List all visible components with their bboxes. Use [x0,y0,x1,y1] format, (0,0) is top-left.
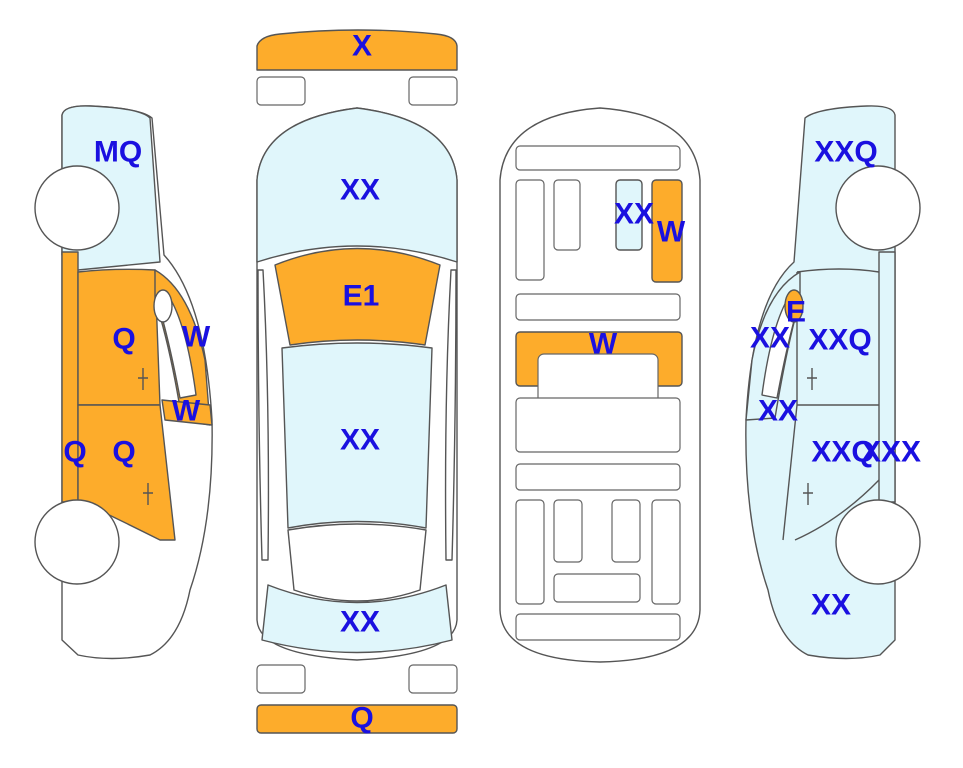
rear-shelf [553,573,641,603]
right-rear-window-label: XX [758,395,798,428]
interior-view [499,107,701,663]
right-pillar [444,269,457,561]
right-rear-door-edge-label: XXX [861,436,921,469]
right-mirror-panel[interactable] [784,289,804,323]
left-rear-handle [143,483,153,505]
left-fender-label: MQ [94,136,142,169]
rear-right-trim [651,499,681,605]
trunk-floor [515,613,681,641]
left-side-view [34,105,213,660]
right-side-view [745,105,921,660]
front-right-light [408,76,458,106]
front-seat-divider [515,293,681,321]
right-front-window-label: XX [750,322,790,355]
rear-left-trim [515,499,545,605]
top-view [256,29,458,734]
right-quarter-label: XX [811,589,851,622]
rear-left-light [256,664,306,694]
rear-seat-area [515,397,681,453]
rear-bench [515,463,681,491]
left-front-door-panel[interactable] [77,268,161,406]
right-front-wheel [835,165,921,251]
rear-right-seat [611,499,641,563]
roof-panel[interactable] [281,342,433,529]
rear-bumper-panel[interactable] [256,704,458,734]
front-bumper-label: X [352,30,372,63]
left-pillar [257,269,270,561]
trunk-panel[interactable] [261,584,453,654]
rear-glass [287,523,427,602]
left-rear-door-label: Q [112,436,135,469]
left-rear-window-label: W [172,395,201,428]
left-front-door-label: Q [112,323,135,356]
right-fender-label: XXQ [814,136,877,169]
left-rocker-label: Q [63,436,86,469]
right-rear-wheel [835,499,921,585]
center-console-left [553,179,581,251]
hood-panel[interactable] [256,107,458,263]
left-rear-window-panel[interactable] [161,399,213,426]
dashboard [515,145,681,171]
rear-bumper-label: Q [350,702,373,735]
front-left-light [256,76,306,106]
left-rear-wheel [34,499,120,585]
left-front-wheel [34,165,120,251]
hood-label: XX [340,174,380,207]
right-door-top-line [796,268,880,273]
roof-label: XX [340,424,380,457]
front-right-trim-panel[interactable] [651,179,683,283]
interior-front-seats-label: W [589,328,618,361]
cowl-panel[interactable] [615,179,643,251]
left-front-handle [138,368,148,390]
right-mirror-label: E [786,296,806,329]
windshield-label: E1 [343,280,380,313]
left-mirror [153,289,173,323]
interior-front-right-label: W [657,216,686,249]
right-rear-door-label: XXQ [811,436,874,469]
left-front-trim [515,179,545,281]
rear-left-seat [553,499,583,563]
trunk-label: XX [340,606,380,639]
windshield-panel[interactable] [274,247,441,346]
left-front-window-label: W [182,321,211,354]
rear-right-light [408,664,458,694]
right-front-handle [807,368,817,390]
interior-cowl-label: XX [614,198,654,231]
front-bumper-panel[interactable] [256,29,458,71]
right-front-door-label: XXQ [808,324,871,357]
right-door-rear-line [794,479,880,541]
damage-labels: X XX E1 XX XX Q MQ Q W W Q Q XX W W XXQ … [63,30,921,735]
right-rear-handle [803,483,813,505]
